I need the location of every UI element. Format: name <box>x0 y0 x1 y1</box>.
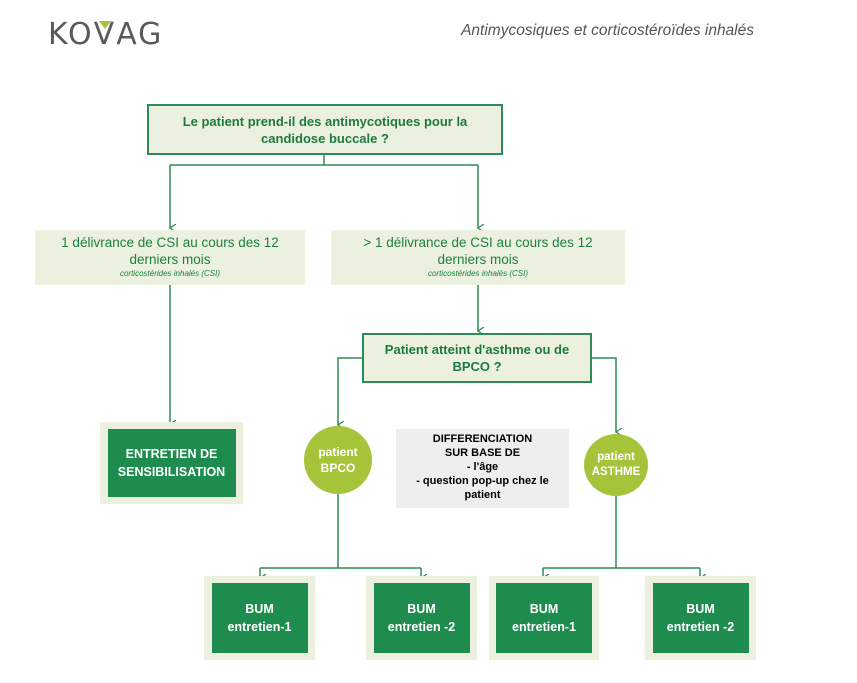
delivery-one-line2: derniers mois <box>129 252 211 267</box>
logo-text-ag: AG <box>116 16 164 52</box>
question-antimycotiques: Le patient prend-il des antimycotiques p… <box>147 104 503 155</box>
bum-bpco-2-box: BUM entretien -2 <box>366 576 477 660</box>
bum-bpco-1-line1: BUM <box>245 602 274 616</box>
bum-bpco-1-line2: entretien-1 <box>227 620 292 634</box>
bum-asthme-2-line1: BUM <box>686 602 715 616</box>
patient-bpco-line1: patient <box>318 445 358 459</box>
bum-asthme-2-line2: entretien -2 <box>666 620 735 634</box>
logo-v-letter: V <box>93 16 117 52</box>
bum-asthme-1-line2: entretien-1 <box>512 620 576 634</box>
differenciation-line3: - l'âge <box>466 461 499 473</box>
bum-bpco-2-line1: BUM <box>407 602 436 616</box>
sensibilisation-inner: ENTRETIEN DE SENSIBILISATION <box>107 429 236 497</box>
delivery-more-line2: derniers mois <box>437 252 519 267</box>
delivery-more-line1: > 1 délivrance de CSI au cours des 12 <box>363 235 593 250</box>
patient-asthme-line1: patient <box>597 451 635 463</box>
differenciation-line2: SUR BASE DE <box>444 447 521 459</box>
question-asthme-bpco-line1: Patient atteint d'asthme ou de <box>384 342 570 357</box>
sensibilisation-box: ENTRETIEN DE SENSIBILISATION <box>100 422 243 504</box>
connector-q2-right <box>592 357 616 432</box>
question-antimycotiques-line2: candidose buccale ? <box>261 130 389 146</box>
delivery-one-box: 1 délivrance de CSI au cours des 12 dern… <box>35 230 305 285</box>
bum-asthme-1-inner: BUM entretien-1 <box>496 583 592 653</box>
sensibilisation-line2: SENSIBILISATION <box>117 465 226 479</box>
bum-asthme-2-inner: BUM entretien -2 <box>652 583 749 653</box>
differenciation-box: DIFFERENCIATION SUR BASE DE - l'âge - qu… <box>396 429 569 508</box>
bum-asthme-2-box: BUM entretien -2 <box>645 576 756 660</box>
delivery-more-box: > 1 délivrance de CSI au cours des 12 de… <box>331 230 625 285</box>
differenciation-line4: - question pop-up chez le <box>416 475 549 487</box>
patient-bpco-line2: BPCO <box>320 461 356 475</box>
bum-bpco-2-line2: entretien -2 <box>387 620 456 634</box>
logo-accent-icon <box>98 20 111 29</box>
differenciation-line1: DIFFERENCIATION <box>432 433 533 445</box>
bum-bpco-1-box: BUM entretien-1 <box>204 576 315 660</box>
patient-asthme-line2: ASTHME <box>591 466 641 478</box>
bum-bpco-2-inner: BUM entretien -2 <box>373 583 470 653</box>
patient-asthme-circle: patient ASTHME <box>584 434 648 496</box>
question-antimycotiques-line1: Le patient prend-il des antimycotiques p… <box>182 113 468 129</box>
patient-bpco-circle: patient BPCO <box>304 426 372 494</box>
connector-q2-left <box>338 357 362 425</box>
bum-bpco-1-inner: BUM entretien-1 <box>211 583 308 653</box>
sensibilisation-line1: ENTRETIEN DE <box>125 447 218 461</box>
page-title: Antimycosiques et corticostéroïdes inhal… <box>461 22 754 39</box>
delivery-one-line1: 1 délivrance de CSI au cours des 12 <box>61 235 279 250</box>
delivery-one-note: corticostérides inhalés (CSI) <box>119 269 221 278</box>
differenciation-line5: patient <box>464 489 501 501</box>
bum-asthme-1-box: BUM entretien-1 <box>489 576 599 660</box>
question-asthme-bpco: Patient atteint d'asthme ou de BPCO ? <box>362 333 592 383</box>
logo-text-ko: KO <box>48 16 94 52</box>
delivery-more-note: corticostérides inhalés (CSI) <box>427 269 529 278</box>
question-asthme-bpco-line2: BPCO ? <box>452 359 502 374</box>
bum-asthme-1-line1: BUM <box>529 602 559 616</box>
